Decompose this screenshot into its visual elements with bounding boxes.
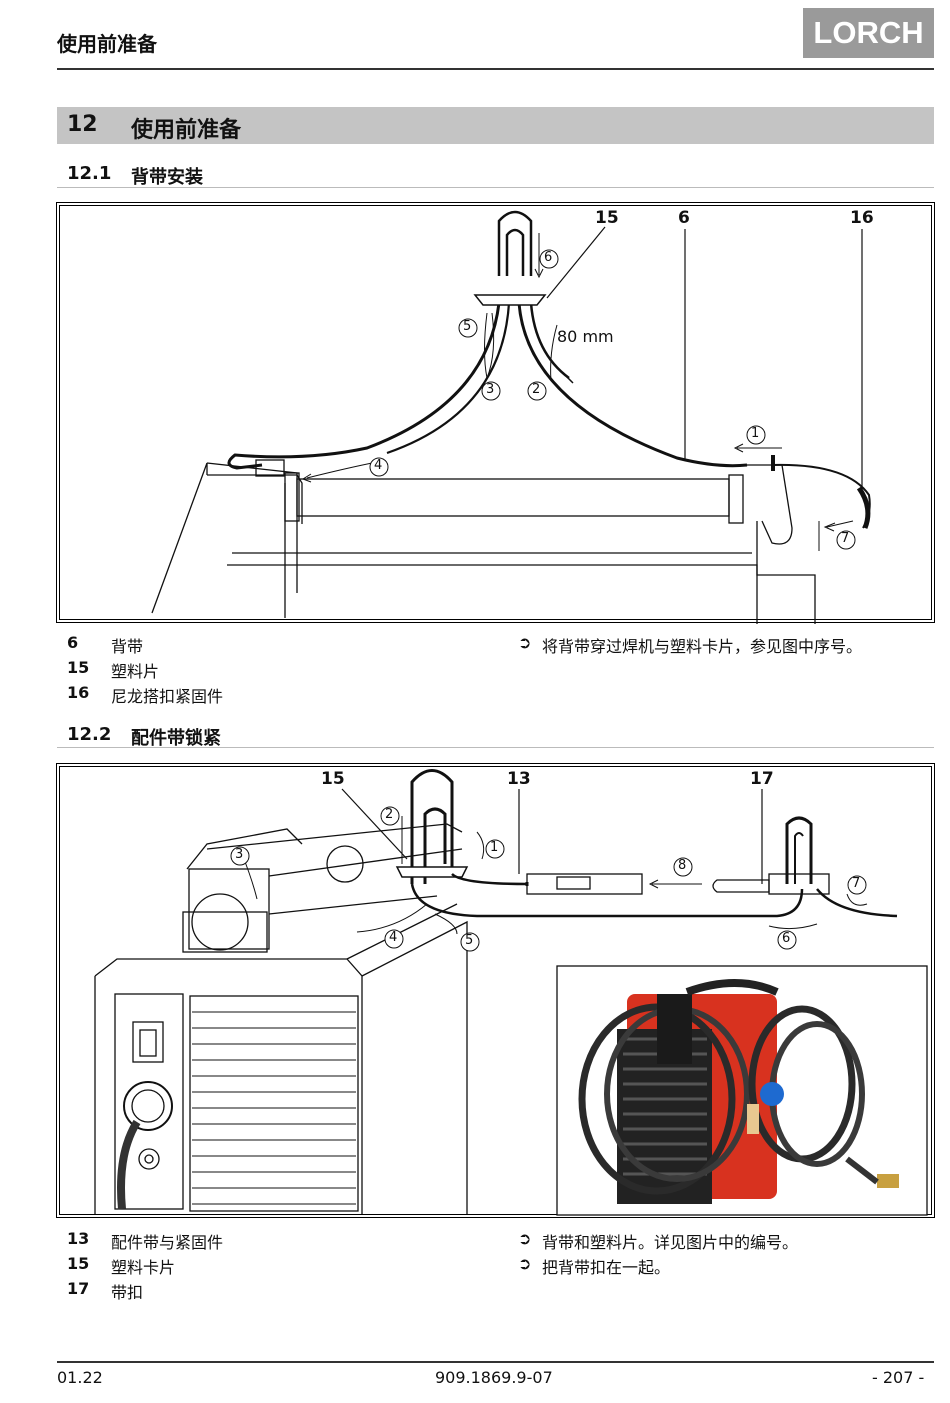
bullet-arrow-icon: ➲ [518, 1254, 532, 1273]
step-5: 5 [463, 319, 472, 334]
header-divider [57, 68, 934, 70]
instruction-2-1: 把背带扣在一起。 [542, 1258, 671, 1277]
step-3: 3 [235, 847, 244, 862]
legend-2-text-2: 带扣 [111, 1283, 144, 1302]
legend-2-num-0: 13 [67, 1229, 90, 1248]
footer-page-number: - 207 - [872, 1368, 925, 1387]
step-8: 8 [678, 858, 687, 873]
strap-diagram [151, 210, 871, 624]
legend-1-text-2: 尼龙搭扣紧固件 [111, 687, 224, 706]
legend-1-text-0: 背带 [111, 637, 144, 656]
step-2: 2 [532, 382, 541, 397]
legend-2-text-0: 配件带与紧固件 [111, 1233, 224, 1252]
step-3: 3 [486, 382, 495, 397]
step-1: 1 [751, 426, 760, 441]
subsection-1-divider [57, 187, 934, 188]
callout-13: 13 [507, 769, 531, 789]
step-4: 4 [389, 930, 398, 945]
legend-1-num-0: 6 [67, 633, 79, 652]
legend-1-text-1: 塑料片 [111, 662, 160, 681]
subsection-1-title: 背带安装 [131, 167, 203, 188]
measure-80mm: 80 mm [557, 327, 614, 346]
footer-doc-number: 909.1869.9-07 [435, 1368, 553, 1387]
callout-15: 15 [321, 769, 345, 789]
figure-accessory-strap: 15 13 17 1 2 3 4 5 6 7 8 [56, 763, 935, 1218]
callout-17: 17 [750, 769, 774, 789]
section-number: 12 [67, 112, 98, 137]
subsection-2-number: 12.2 [67, 724, 112, 745]
legend-1-num-1: 15 [67, 658, 90, 677]
step-5: 5 [465, 933, 474, 948]
subsection-2-divider [57, 747, 934, 748]
step-2: 2 [385, 807, 394, 822]
bullet-arrow-icon: ➲ [518, 633, 532, 652]
section-title: 使用前准备 [131, 118, 242, 143]
legend-2-num-1: 15 [67, 1254, 90, 1273]
step-7: 7 [841, 531, 850, 546]
callout-16: 16 [850, 208, 874, 228]
instruction-1: 将背带穿过焊机与塑料卡片，参见图中序号。 [542, 637, 863, 656]
section-bar [57, 107, 934, 144]
subsection-1-number: 12.1 [67, 163, 112, 184]
footer-date: 01.22 [57, 1368, 103, 1387]
callout-15: 15 [595, 208, 619, 228]
step-6: 6 [544, 250, 553, 265]
lorch-logo: LORCH [803, 8, 934, 58]
subsection-2-title: 配件带锁紧 [131, 728, 221, 749]
step-4: 4 [374, 458, 383, 473]
page-header-title: 使用前准备 [57, 32, 157, 56]
callout-6: 6 [678, 208, 690, 228]
legend-2-text-1: 塑料卡片 [111, 1258, 176, 1277]
accessory-strap-diagram [94, 769, 928, 1216]
figure-strap-installation: 15 6 16 80 mm 6 2 3 5 4 1 7 [56, 202, 935, 624]
legend-1-num-2: 16 [67, 683, 90, 702]
step-1: 1 [490, 840, 499, 855]
instruction-2-0: 背带和塑料片。详见图片中的编号。 [542, 1233, 799, 1252]
footer-divider [57, 1361, 934, 1363]
bullet-arrow-icon: ➲ [518, 1229, 532, 1248]
legend-2-num-2: 17 [67, 1279, 90, 1298]
step-6: 6 [782, 931, 791, 946]
step-7: 7 [852, 876, 861, 891]
